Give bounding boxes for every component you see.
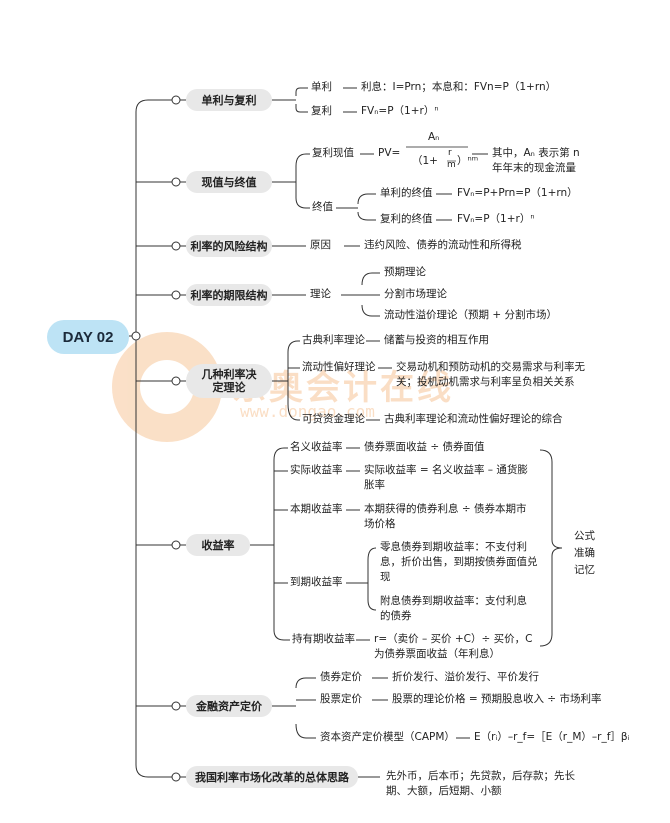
- node-risk-structure: 利率的风险结构: [186, 235, 272, 257]
- term-theory-item: 流动性溢价理论（预期 + 分割市场）: [384, 309, 557, 321]
- liquidity-theory-def: 交易动机和预防动机的交易需求与利率无关；投机动机需求与利率呈负相关关系: [396, 361, 585, 388]
- formula-memory-note: 公式准确记忆: [574, 530, 595, 576]
- node-yield: 收益率: [186, 534, 250, 556]
- stock-pricing-label: 股票定价: [320, 693, 362, 705]
- nominal-yield-label: 名义收益率: [290, 441, 343, 453]
- watermark-url: www.dongao.com: [240, 402, 375, 421]
- risk-cause-def: 违约风险、债券的流动性和所得税: [364, 239, 522, 251]
- pv-denominator-r: r: [448, 148, 452, 158]
- compound-interest-def: FVₙ=P（1+r）ⁿ: [361, 105, 439, 117]
- simple-fv-label: 单利的终值: [380, 187, 433, 199]
- pv-formula-prefix: PV=: [378, 147, 401, 159]
- node-asset-pricing: 金融资产定价: [186, 695, 272, 717]
- fv-label: 终值: [312, 201, 333, 213]
- liquidity-theory-label: 流动性偏好理论: [302, 361, 376, 373]
- pv-denominator-close: ）ⁿᵐ: [457, 155, 479, 167]
- capm-label: 资本资产定价模型（CAPM）: [320, 731, 455, 743]
- node-rate-theories: 几种利率决定理论: [186, 364, 272, 398]
- hpr-label: 持有期收益率: [292, 633, 355, 645]
- simple-interest-def: 利息：I=Prn；本息和：FVn=P（1+rn）: [361, 81, 557, 93]
- bond-pricing-def: 折价发行、溢价发行、平价发行: [392, 671, 539, 683]
- compound-pv-label: 复利现值: [312, 147, 354, 159]
- ytm-coupon-bond: 附息债券到期收益率：支付利息的债券: [380, 595, 527, 622]
- pv-denominator-m: m: [447, 160, 456, 170]
- rate-reform-def: 先外币，后本币；先贷款，后存款；先长期、大额，后短期、小额: [386, 770, 575, 797]
- loanable-theory-label: 可贷资金理论: [302, 413, 365, 425]
- pv-note: 其中，Aₙ 表示第 n 年年末的现金流量: [492, 147, 580, 174]
- real-yield-def: 实际收益率 = 名义收益率 – 通货膨胀率: [364, 464, 528, 491]
- term-theory-item: 预期理论: [384, 266, 426, 278]
- simple-interest-label: 单利: [311, 81, 332, 93]
- node-rate-reform: 我国利率市场化改革的总体思路: [186, 766, 358, 788]
- capm-formula: E（rᵢ）–r_f=［E（r_M）–r_f］βᵢ: [474, 731, 630, 743]
- nominal-yield-def: 债券票面收益 ÷ 债券面值: [364, 441, 485, 453]
- pv-numerator: Aₙ: [428, 131, 440, 143]
- ytm-label: 到期收益率: [290, 576, 343, 588]
- classic-theory-def: 储蓄与投资的相互作用: [384, 334, 489, 346]
- node-term-structure: 利率的期限结构: [186, 284, 272, 306]
- risk-cause-label: 原因: [310, 239, 331, 251]
- simple-fv-def: FVₙ=P+Prn=P（1+rn）: [457, 187, 578, 199]
- node-simple-compound: 单利与复利: [186, 89, 272, 111]
- real-yield-label: 实际收益率: [290, 464, 343, 476]
- pv-denominator-open: （1+: [412, 155, 438, 167]
- compound-interest-label: 复利: [311, 105, 332, 117]
- term-theory-item: 分割市场理论: [384, 288, 447, 300]
- compound-fv-label: 复利的终值: [380, 213, 433, 225]
- ytm-zero-coupon: 零息债券到期收益率：不支付利息，折价出售，到期按债券面值兑现: [380, 541, 538, 583]
- hpr-def: r=（卖价 – 买价 +C）÷ 买价，C 为债券票面收益（年利息）: [374, 633, 533, 660]
- node-pv-fv: 现值与终值: [186, 171, 272, 193]
- bond-pricing-label: 债券定价: [320, 671, 362, 683]
- term-theory-label: 理论: [310, 288, 331, 300]
- root-node: DAY 02: [47, 320, 129, 354]
- loanable-theory-def: 古典利率理论和流动性偏好理论的综合: [384, 413, 563, 425]
- classic-theory-label: 古典利率理论: [302, 334, 365, 346]
- stock-pricing-def: 股票的理论价格 = 预期股息收入 ÷ 市场利率: [392, 693, 602, 705]
- current-yield-label: 本期收益率: [290, 503, 343, 515]
- current-yield-def: 本期获得的债券利息 ÷ 债券本期市场价格: [364, 503, 527, 530]
- compound-fv-def: FVₙ=P（1+r）ⁿ: [457, 213, 535, 225]
